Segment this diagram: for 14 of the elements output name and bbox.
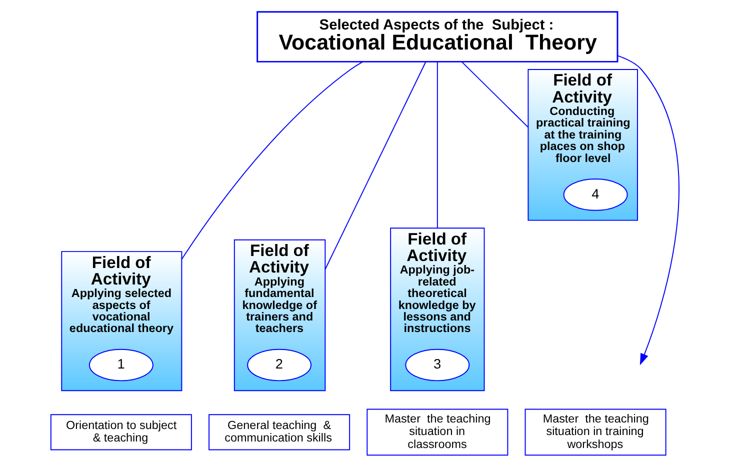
node-box: Selected Aspects of the Subject : Vocational Educational Theory <box>256 11 618 62</box>
arrow <box>617 55 680 366</box>
connector <box>181 61 363 260</box>
connector <box>461 61 529 128</box>
node-ellipse: 2 <box>247 348 312 382</box>
connector <box>324 61 426 270</box>
connector <box>436 61 438 229</box>
node-ellipse: 3 <box>405 348 470 382</box>
node-ellipse: 4 <box>563 178 628 211</box>
node-box: Orientation to subject & teaching <box>50 414 192 450</box>
node-ellipse: 1 <box>88 348 154 382</box>
node-box: General teaching & communication skills <box>208 414 350 450</box>
node-box: Master the teaching situation in training workshops <box>524 408 666 456</box>
node-box: Master the teaching situation in classrooms <box>366 408 508 456</box>
